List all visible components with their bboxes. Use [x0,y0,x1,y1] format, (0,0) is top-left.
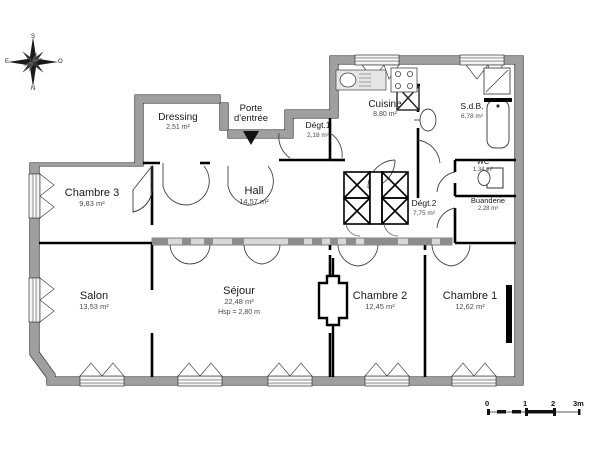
bathroom-fixtures [414,67,512,189]
entry-door-label: Porte d'entrée [233,103,269,125]
fireplace-chimney [317,258,349,377]
compass-rose-graphic [8,37,58,87]
wash-basin [419,108,437,132]
chambre1-wall-element [506,285,512,343]
entry-door-line1: Porte [239,103,263,114]
scale-tick-2: 2 [551,399,556,408]
entry-door-marker [243,131,259,145]
exterior-walls [29,55,524,386]
compass-label-left: E [5,59,10,65]
window-group-left [28,173,55,323]
compass-label-bottom: N [31,86,36,92]
cooktop-four-burner [390,67,418,93]
compass-label-top: S [31,34,36,40]
kitchen-sink [339,72,357,88]
scale-tick-1: 1 [523,399,528,408]
entry-door-line2: d'entrée [233,113,269,125]
scale-bar-graphic [487,408,581,416]
window-group-bottom [79,362,497,387]
scale-tick-3: 3m [573,399,584,408]
scale-tick-0: 0 [485,399,490,408]
kitchen-fixtures [335,67,418,93]
interior-partitions [39,83,516,377]
built-in-closets [343,171,409,237]
mid-wall-hatched [151,237,453,246]
compass-label-right: O [58,59,63,65]
